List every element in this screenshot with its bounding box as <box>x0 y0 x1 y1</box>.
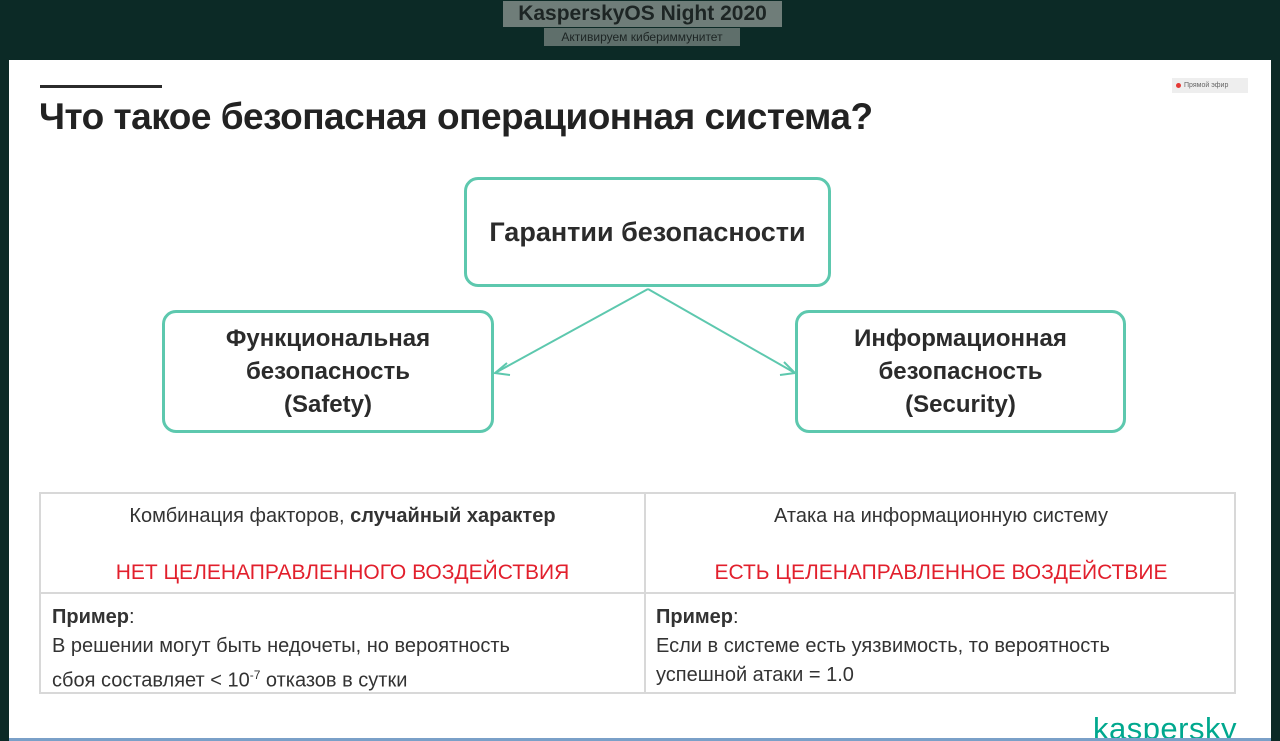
security-example-line-1: Если в системе есть уязвимость, то вероя… <box>656 635 1110 657</box>
safety-cause: Комбинация факторов, случайный характер <box>129 505 556 527</box>
safety-head-cell: Комбинация факторов, случайный характер … <box>41 494 644 592</box>
stream-title: KasperskyOS Night 2020 <box>503 1 782 27</box>
live-badge: Прямой эфир <box>1172 78 1248 93</box>
security-line-2: безопасность <box>878 358 1043 385</box>
safety-line-3: (Safety) <box>283 391 372 418</box>
kaspersky-logo: kaspersky <box>1092 711 1237 741</box>
table-horizontal-divider <box>41 592 1234 594</box>
security-guarantees-box: Гарантии безопасности <box>464 177 831 287</box>
title-accent-line <box>40 85 162 88</box>
security-line-3: (Security) <box>905 391 1016 418</box>
security-box: Информационная безопасность (Security) <box>795 310 1126 433</box>
comparison-table: Комбинация факторов, случайный характер … <box>39 492 1236 694</box>
security-cause: Атака на информационную систему <box>774 505 1108 527</box>
safety-box: Функциональная безопасность (Safety) <box>162 310 494 433</box>
arrow-to-safety <box>494 288 649 374</box>
live-label: Прямой эфир <box>1184 82 1229 89</box>
security-verdict: ЕСТЬ ЦЕЛЕНАПРАВЛЕННОЕ ВОЗДЕЙСТВИЕ <box>714 561 1168 584</box>
safety-line-1: Функциональная <box>225 325 431 352</box>
arrowhead-safety <box>492 362 511 376</box>
safety-example-cell: Пример: В решении могут быть недочеты, н… <box>52 603 637 696</box>
safety-verdict: НЕТ ЦЕЛЕНАПРАВЛЕННОГО ВОЗДЕЙСТВИЯ <box>115 561 570 584</box>
security-head-cell: Атака на информационную систему ЕСТЬ ЦЕЛ… <box>646 494 1236 592</box>
live-dot-icon <box>1176 83 1181 88</box>
bottom-strip <box>9 738 1271 741</box>
presentation-slide: Прямой эфир Что такое безопасная операци… <box>9 60 1271 741</box>
slide-title: Что такое безопасная операционная систем… <box>39 96 873 137</box>
arrow-to-security <box>647 288 796 374</box>
security-guarantees-label: Гарантии безопасности <box>489 216 806 247</box>
security-example-line-2: успешной атаки = 1.0 <box>656 664 854 686</box>
security-line-1: Информационная <box>854 325 1067 352</box>
safety-example-line-2: сбоя составляет < 10-7 отказов в сутки <box>52 668 408 692</box>
stream-subtitle: Активируем кибериммунитет <box>544 28 740 46</box>
safety-example-line-1: В решении могут быть недочеты, но вероят… <box>52 635 510 657</box>
safety-example-heading: Пример: <box>52 606 135 628</box>
security-example-cell: Пример: Если в системе есть уязвимость, … <box>656 603 1231 690</box>
security-example-heading: Пример: <box>656 606 739 628</box>
safety-line-2: безопасность <box>245 358 411 385</box>
